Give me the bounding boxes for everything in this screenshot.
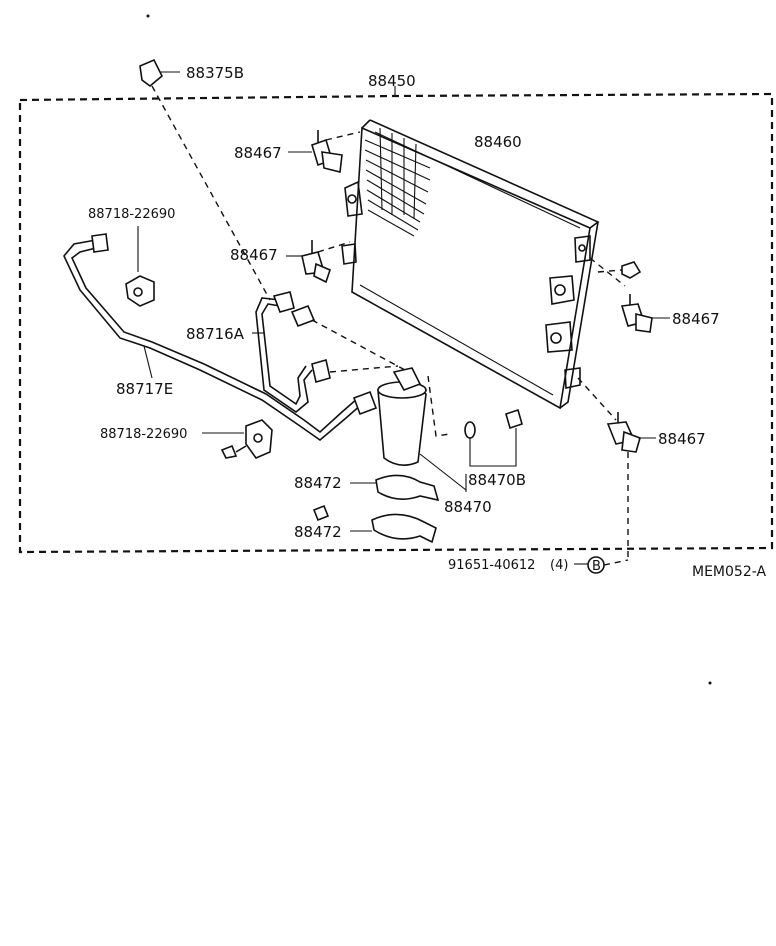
- band-lower: [312, 504, 437, 544]
- label-condenser: 88460: [474, 133, 522, 151]
- right-nut: [589, 257, 642, 287]
- bolt-ref-group: [574, 556, 629, 574]
- label-tube-e: 88717E: [116, 380, 173, 398]
- receiver-fittings: [464, 408, 523, 467]
- label-bracket-right-upper: 88467: [672, 310, 720, 328]
- tube-88717e: [63, 233, 378, 442]
- label-bolt-ref: B: [592, 559, 601, 574]
- bracket-mid-left: [286, 240, 351, 284]
- label-bracket-upper-left: 88467: [234, 144, 282, 162]
- label-bracket-mid-left: 88467: [230, 246, 278, 264]
- label-band-lower: 88472: [294, 523, 342, 541]
- condenser-side-brackets: [341, 180, 591, 389]
- label-clamp-upper: 88718-22690: [88, 207, 175, 222]
- clamp-upper: [125, 226, 155, 307]
- bracket-right-upper: [620, 294, 670, 333]
- condenser-fins: [364, 127, 431, 237]
- label-tube-a: 88716A: [186, 325, 245, 343]
- label-assembly: 88450: [368, 72, 416, 90]
- band-upper: [350, 474, 440, 502]
- cap-part: [139, 58, 271, 301]
- label-bolt-code: 91651-40612: [448, 558, 535, 573]
- label-band-upper: 88472: [294, 474, 342, 492]
- label-cap: 88375B: [186, 64, 244, 82]
- tube-88716a: [252, 291, 406, 414]
- label-bolt-qty: (4): [550, 558, 568, 573]
- bracket-upper-left: [288, 130, 361, 173]
- label-drawing-code: MEM052-A: [692, 564, 766, 580]
- receiver-dryer: [377, 367, 467, 492]
- label-receiver: 88470: [444, 498, 492, 516]
- clamp-lower: [202, 419, 273, 459]
- label-receiver-part: 88470B: [468, 471, 526, 489]
- assembly-frame: [18, 86, 774, 554]
- label-clamp-lower: 88718-22690: [100, 427, 187, 442]
- bracket-right-lower: [577, 377, 656, 560]
- condenser-core: [341, 119, 600, 410]
- label-bracket-right-lower: 88467: [658, 430, 706, 448]
